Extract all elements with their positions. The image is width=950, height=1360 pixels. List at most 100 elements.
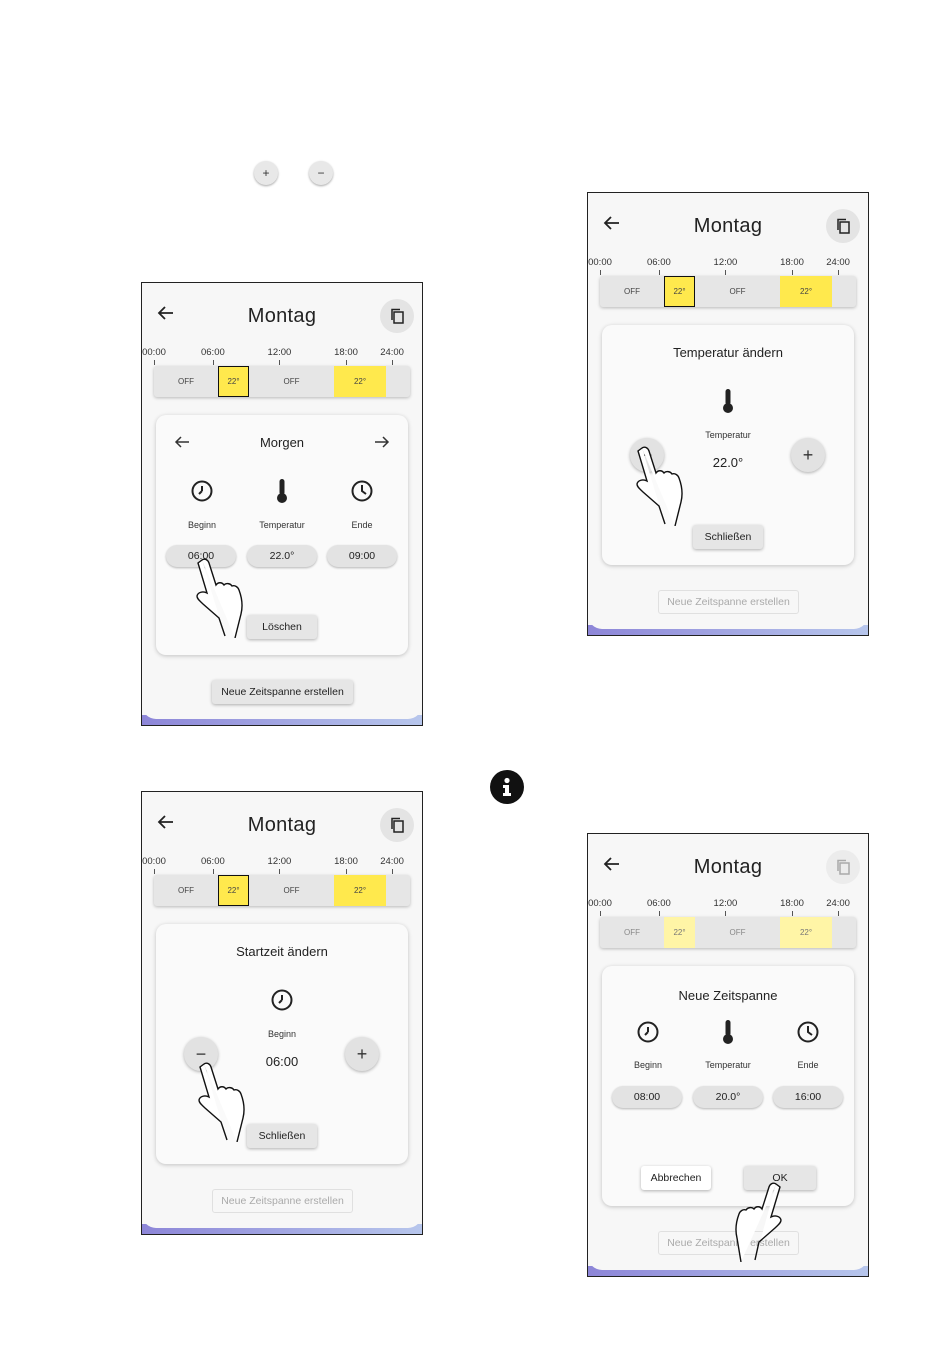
segment-off[interactable]: OFF (178, 377, 194, 386)
increase-button[interactable]: + (791, 438, 825, 472)
new-timespan-button[interactable]: Neue Zeitspanne erstellen (658, 1231, 799, 1255)
begin-value-button[interactable]: 08:00 (612, 1086, 682, 1108)
tick-label: 00:00 (588, 257, 612, 268)
tick-label: 24:00 (380, 856, 404, 867)
tick-label: 00:00 (588, 898, 612, 909)
segment-heat[interactable]: 22° (334, 875, 386, 906)
tick-label: 18:00 (334, 856, 358, 867)
tick-label: 00:00 (142, 347, 166, 358)
segment-heat-selected[interactable]: 22° (218, 366, 249, 397)
copy-icon (391, 308, 404, 324)
plus-button-legend[interactable]: + (254, 161, 278, 185)
hand-pointer-icon (636, 446, 683, 526)
segment-heat[interactable]: 22° (334, 366, 386, 397)
info-icon (490, 770, 524, 804)
tick-label: 18:00 (334, 347, 358, 358)
copy-icon (837, 859, 850, 875)
clock-start-icon (271, 989, 293, 1011)
new-timespan-button[interactable]: Neue Zeitspanne erstellen (212, 680, 353, 704)
copy-button[interactable] (380, 808, 414, 842)
arrow-left-icon[interactable] (156, 812, 176, 832)
end-value-button[interactable]: 16:00 (773, 1086, 843, 1108)
end-label: Ende (351, 520, 373, 530)
card-title: Startzeit ändern (236, 944, 328, 959)
hand-pointer-icon (735, 1182, 782, 1262)
segment-off[interactable]: OFF (283, 377, 300, 386)
page-title: Montag (693, 856, 763, 878)
temperature-card: Temperatur ändern Temperatur 22.0° − + S… (602, 325, 854, 565)
segment-heat[interactable]: 22° (780, 917, 832, 948)
segment-heat-selected[interactable]: 22° (218, 875, 249, 906)
clock-end-icon (797, 1021, 819, 1043)
tick-label: 12:00 (267, 856, 292, 867)
segment-heat[interactable]: 22° (780, 276, 832, 307)
timespan-card: Morgen Beginn Temperatur Ende 06:00 22.0… (156, 415, 408, 655)
clock-end-icon (351, 480, 373, 502)
screen-new-timespan: Montag 00:00 06:00 12:00 18:00 24:00 OFF… (587, 833, 869, 1277)
begin-label: Beginn (187, 520, 217, 530)
arrow-left-icon[interactable] (602, 213, 622, 233)
copy-button[interactable] (826, 209, 860, 243)
screen-starttime-change: Montag 00:00 06:00 12:00 18:00 24:00 OFF… (141, 791, 423, 1235)
segment-off[interactable]: OFF (729, 928, 746, 937)
tick-label: 18:00 (780, 257, 804, 268)
tick-label: 06:00 (646, 898, 671, 909)
new-timespan-button[interactable]: Neue Zeitspanne erstellen (212, 1189, 353, 1213)
new-timespan-button[interactable]: Neue Zeitspanne erstellen (658, 590, 799, 614)
copy-button[interactable] (826, 850, 860, 884)
temperature-value-button[interactable]: 20.0° (693, 1086, 763, 1108)
begin-value: 06:00 (265, 1054, 299, 1069)
day-timeline: 00:00 06:00 12:00 18:00 24:00 OFF 22° OF… (588, 894, 856, 948)
tick-label: 24:00 (826, 898, 850, 909)
end-value-button[interactable]: 09:00 (327, 545, 397, 567)
ok-button[interactable]: OK (744, 1166, 816, 1190)
segment-off[interactable]: OFF (729, 287, 746, 296)
timeline-bar: OFF 22° OFF 22° (154, 366, 410, 397)
timeline-bar: OFF 22° OFF 22° (154, 875, 410, 906)
clock-start-icon (637, 1021, 659, 1043)
delete-button[interactable]: Löschen (247, 615, 317, 639)
copy-icon (837, 218, 850, 234)
temperature-label: Temperatur (259, 520, 305, 530)
segment-heat[interactable]: 22° (664, 917, 695, 948)
arrow-left-icon[interactable] (602, 854, 622, 874)
page-title: Montag (247, 305, 317, 327)
temperature-label: Temperatur (705, 430, 751, 440)
tick-label: 12:00 (713, 898, 738, 909)
day-timeline: 00:00 06:00 12:00 18:00 24:00 OFF 22° OF… (142, 852, 410, 906)
arrow-right-icon[interactable] (374, 435, 390, 449)
segment-off[interactable]: OFF (283, 886, 300, 895)
day-timeline: 00:00 06:00 12:00 18:00 24:00 OFF 22° OF… (142, 343, 410, 397)
close-button[interactable]: Schließen (247, 1124, 317, 1148)
screen-day-overview: Montag 00:00 06:00 12:00 18:00 24:00 OFF… (141, 282, 423, 726)
arrow-left-icon[interactable] (174, 435, 190, 449)
tick-label: 24:00 (826, 257, 850, 268)
arrow-left-icon[interactable] (156, 303, 176, 323)
new-timespan-card: Neue Zeitspanne Beginn Temperatur Ende 0… (602, 966, 854, 1206)
cancel-button[interactable]: Abbrechen (641, 1166, 711, 1190)
tick-label: 24:00 (380, 347, 404, 358)
thermometer-icon (723, 389, 733, 413)
starttime-card: Startzeit ändern Beginn 06:00 − + Schlie… (156, 924, 408, 1164)
tick-label: 06:00 (200, 347, 225, 358)
minus-button-legend[interactable]: − (309, 161, 333, 185)
copy-button[interactable] (380, 299, 414, 333)
tick-label: 18:00 (780, 898, 804, 909)
temperature-value: 22.0° (712, 455, 744, 470)
temperature-label: Temperatur (705, 1060, 751, 1070)
begin-value-button[interactable]: 06:00 (166, 545, 236, 567)
increase-button[interactable]: + (345, 1037, 379, 1071)
close-button[interactable]: Schließen (693, 525, 763, 549)
segment-off[interactable]: OFF (624, 928, 640, 937)
segment-heat-selected[interactable]: 22° (664, 276, 695, 307)
begin-label: Beginn (633, 1060, 663, 1070)
card-title: Neue Zeitspanne (678, 988, 778, 1003)
temperature-value-button[interactable]: 22.0° (247, 545, 317, 567)
period-name: Morgen (259, 435, 305, 450)
decrease-button[interactable]: − (184, 1037, 218, 1071)
end-label: Ende (797, 1060, 819, 1070)
hand-pointer-icon (196, 558, 243, 638)
segment-off[interactable]: OFF (624, 287, 640, 296)
thermometer-icon (723, 1020, 733, 1044)
segment-off[interactable]: OFF (178, 886, 194, 895)
